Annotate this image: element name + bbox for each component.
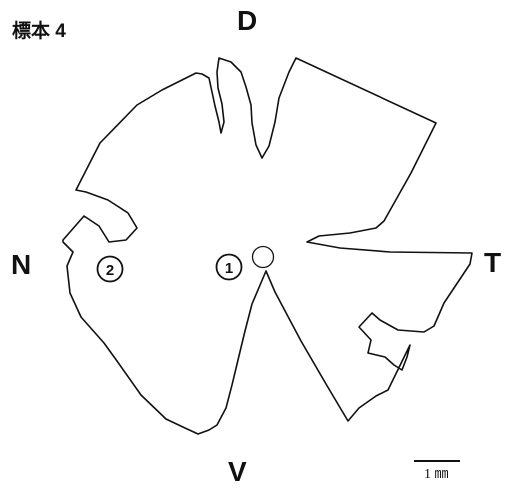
marker-2-label: 2 bbox=[106, 262, 114, 279]
retina-outline bbox=[63, 58, 472, 434]
marker-1-label: 1 bbox=[225, 260, 233, 277]
optic-disc bbox=[253, 247, 274, 268]
marker-2: 2 bbox=[98, 257, 123, 282]
scale-bar-label: 1 ㎜ bbox=[424, 468, 449, 482]
marker-1: 1 bbox=[217, 255, 242, 280]
